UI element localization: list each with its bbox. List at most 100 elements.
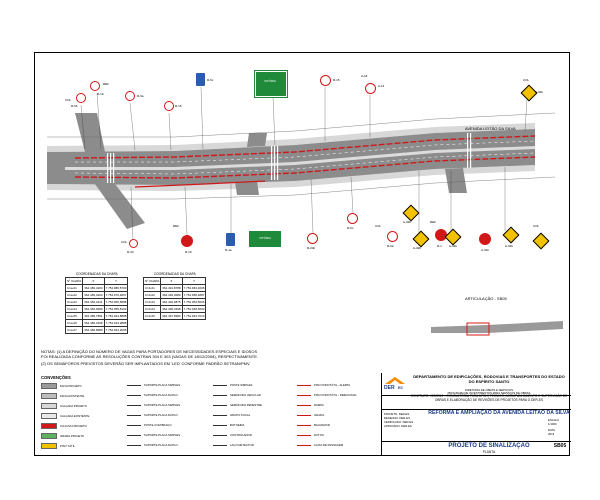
sign-label-top-4: R-15 [175, 104, 182, 108]
legend-label: GRAMA PROJETO [60, 434, 85, 438]
legend-item: PISO PODOTÁTIL - DIRECIONAL [297, 393, 357, 397]
meta-line: 2013 [548, 432, 555, 436]
sign-label-bottom-4: R-24b [307, 246, 316, 250]
legend-label: FAIXA EXISTENTE [60, 394, 85, 398]
table-cell: C1b-04 [142, 305, 162, 313]
sign-label-top-8: A-14 [378, 84, 385, 88]
legend-swatch [41, 413, 57, 419]
table-cell: 7.754.986,5700 [103, 284, 129, 292]
meta-line: PROJETO: DER-ES [384, 412, 410, 416]
legend-line-icon [213, 394, 227, 396]
legend-item: SUPORTE PLACA SIMPLES [127, 433, 180, 437]
legend-label: PISO TÁTIL [60, 444, 76, 448]
legend-label: PISO PODOTÁTIL - ALERTA [314, 383, 351, 387]
legend-line-icon [127, 394, 141, 396]
sign-label-bottom-9: R-1 [437, 244, 442, 248]
legend-label: GRADIL [314, 413, 325, 417]
legend-label: SUPORTE PLACA SIMPLES [144, 433, 181, 437]
table-cell: C1a-04 [64, 305, 84, 313]
table-cell: 7.754.944,8888 [103, 312, 129, 320]
legend-label: CALÇADA PROJETO [60, 404, 87, 408]
sign-label-bottom-10: A-32b [449, 244, 458, 248]
note-line: FOI REALIZADA CONFORME AS RESOLUÇÕES CON… [41, 354, 259, 359]
street-label: AVENIDA LEITÃO DA SILVA [465, 126, 516, 131]
coord-table-2-header: Y [181, 277, 207, 285]
no-parking-sign-icon [164, 101, 174, 111]
legend-label: DUTOS [314, 433, 324, 437]
no-u-turn-sign-icon [90, 81, 100, 91]
table-cell: 364.494,9875 [160, 298, 183, 306]
articulation-road [431, 321, 563, 333]
legend-item: SUPORTE PLACA SIMPLES [127, 383, 180, 387]
legend-item: BALIZADOR [297, 423, 330, 427]
sign-label-bottom-8: A-32b [413, 246, 422, 250]
coord-table-2-header: Nº CHAPA [142, 277, 162, 285]
legend-item: SUPORTE PLACA SIMPLES [127, 403, 180, 407]
guide-sign-top-text: VITÓRIA [263, 79, 276, 83]
legend-line-icon [297, 444, 311, 446]
tb-divider [382, 441, 571, 442]
coord-table-2-header: X [160, 277, 183, 285]
sign-label-top-7: A-18 [361, 74, 368, 78]
legend-line-icon [213, 444, 227, 446]
coord-table-1: COORDENADAS DA CHAPA Nº CHAPA X Y C1a-01… [64, 271, 129, 334]
stop-sign-bottom-2-icon [435, 229, 447, 241]
table-cell: 7.754.924,2005 [103, 326, 129, 334]
legend-item: FAIXA PROJETO [41, 383, 82, 389]
coord-table-1-header: X [82, 277, 105, 285]
code-label-5: COL [375, 224, 382, 228]
articulation-map [431, 321, 563, 336]
no-entry-sign-icon [129, 239, 138, 248]
table-cell: 364.486,3408 [82, 319, 105, 327]
legend-label: CAIXA DE PASSAGEM [314, 443, 344, 447]
table-cell: 7.754.948,6600 [181, 305, 207, 313]
legend-label: BALIZADOR [314, 423, 330, 427]
table-cell: 364.491,8788 [160, 284, 183, 292]
directorate: DIRETORIA DE OBRAS E SERVIÇOS [464, 388, 514, 392]
coord-table-1-caption: COORDENADAS DA CHAPA [75, 272, 118, 276]
legend-label: SUPORTE PLACA DUPLO [144, 413, 178, 417]
meta-line: DATA [548, 428, 556, 432]
building-line-top [47, 112, 556, 138]
meta-line: DESENHO: DER-ES [384, 416, 410, 420]
legend-item: CALÇADA EXISTENTE [41, 413, 89, 419]
legend-item: FAIXA EXISTENTE [41, 393, 84, 399]
logo-text: DER [384, 385, 395, 391]
cross-street-left-bottom [95, 184, 145, 229]
legend-label: SUPORTE PLACA DUPLO [144, 393, 178, 397]
table-cell: 7.754.965,5888 [103, 298, 129, 306]
sign-label-top-3: R-6a [137, 94, 144, 98]
code-label-1: COL [65, 98, 72, 102]
sign-label-top-6: R-15 [333, 78, 340, 82]
sign-label-bottom-5: R-6c [347, 226, 354, 230]
legend-label: SEMÁFORO PEDESTRE [230, 403, 262, 407]
table-cell: 364.496,3408 [160, 305, 183, 313]
no-stopping-sign-icon [320, 75, 331, 86]
code-label-8: COL [533, 224, 540, 228]
legend-label: CONTROLADOR [230, 433, 252, 437]
legend-line-icon [297, 384, 311, 386]
legend-line-icon [297, 414, 311, 416]
meta-line: APROVADO: DER-ES [384, 424, 412, 428]
legend-label: SUPORTE PLACA SIMPLES [144, 403, 181, 407]
stop-sign-bottom-3-icon [479, 233, 491, 245]
legend-line-icon [213, 404, 227, 406]
legend-item: CONTROLADOR [213, 433, 252, 437]
table-cell: 7.754.958,4887 [181, 291, 207, 299]
legend-swatch [41, 383, 57, 389]
legend-item: SUPORTE PLACA DUPLO [127, 393, 178, 397]
table-cell: 364.497,8984 [160, 312, 183, 320]
legend-item: LAÇO DETECTOR [213, 443, 254, 447]
legend-line-icon [297, 434, 311, 436]
table-cell: C1b-01 [142, 284, 162, 292]
leader-lines [80, 86, 528, 242]
table-cell: 7.754.963,4608 [181, 284, 207, 292]
code-label-3: COL [121, 240, 128, 244]
